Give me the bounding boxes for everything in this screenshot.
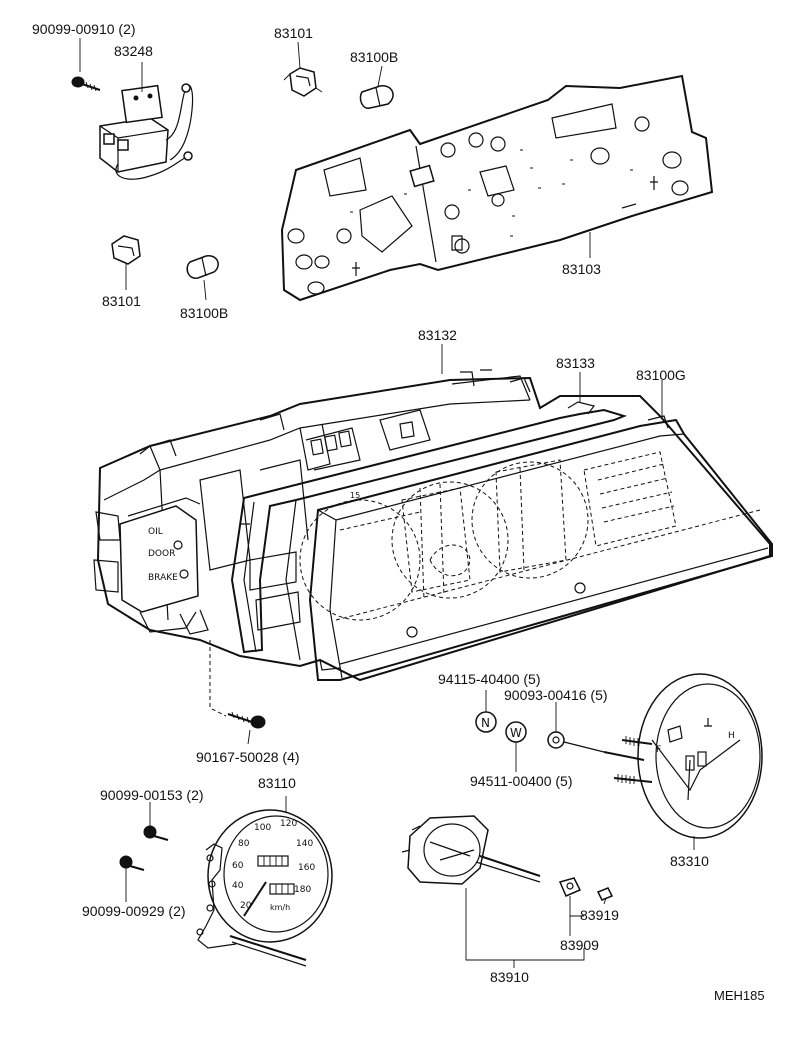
speed-tick-160: 160 bbox=[298, 863, 315, 873]
harness-83248[interactable] bbox=[99, 83, 194, 180]
label-bulb-socket-83101-top: 83101 bbox=[274, 25, 313, 41]
speed-tick-120: 120 bbox=[280, 819, 297, 829]
temp-hot-mark: H bbox=[728, 731, 735, 741]
tachometer-sub-83909[interactable] bbox=[558, 877, 582, 897]
washer-letter: W bbox=[510, 726, 522, 740]
speed-tick-140: 140 bbox=[296, 839, 313, 849]
speed-tick-100: 100 bbox=[254, 823, 271, 833]
speed-tick-180: 180 bbox=[294, 885, 311, 895]
label-washer-90093-00416: 90093-00416 (5) bbox=[504, 687, 608, 703]
meter-case-83132[interactable]: OIL DOOR BRAKE bbox=[93, 369, 771, 682]
label-tachometer-83910: 83910 bbox=[490, 969, 529, 985]
temp-fuel-gauge-83310[interactable]: F H bbox=[563, 673, 763, 839]
fuel-full-mark: F bbox=[656, 745, 661, 755]
screw-90099-00910[interactable] bbox=[71, 76, 101, 92]
screw-90167-50028[interactable] bbox=[227, 711, 266, 729]
label-bulb-83100B-left: 83100B bbox=[180, 305, 228, 321]
svg-text:15: 15 bbox=[350, 491, 360, 500]
meter-housing-83133[interactable] bbox=[230, 401, 628, 661]
label-meter-case-83132: 83132 bbox=[418, 327, 457, 343]
label-meter-glass-83100G: 83100G bbox=[636, 367, 686, 383]
speed-unit: km/h bbox=[270, 903, 290, 912]
printed-circuit-83103[interactable] bbox=[280, 74, 714, 302]
meter-glass-83100G[interactable]: 15 bbox=[299, 415, 773, 681]
bulb-83100B-top[interactable] bbox=[359, 85, 394, 109]
bulb-socket-83101-left[interactable] bbox=[111, 235, 141, 265]
speedometer-83110[interactable]: 20 40 60 80 100 120 140 160 180 km/h bbox=[196, 809, 333, 967]
label-bulb-83100B-top: 83100B bbox=[350, 49, 398, 65]
label-printed-circuit-83103: 83103 bbox=[562, 261, 601, 277]
label-gauge-83310: 83310 bbox=[670, 853, 709, 869]
label-nut-94115-40400: 94115-40400 (5) bbox=[438, 671, 540, 687]
label-bulb-socket-83101-left: 83101 bbox=[102, 293, 141, 309]
speed-tick-60: 60 bbox=[232, 861, 244, 871]
screw-90099-00153[interactable] bbox=[143, 825, 169, 841]
diagram-code: MEH185 bbox=[714, 988, 765, 1003]
label-tachometer-sub-83909: 83909 bbox=[560, 937, 599, 953]
nut-letter: N bbox=[481, 716, 490, 730]
part-labels: 90099-00910 (2) 83248 83101 83100B 83101… bbox=[32, 21, 765, 1003]
bulb-socket-83101-top[interactable] bbox=[283, 67, 323, 97]
label-screw-90099-00910: 90099-00910 (2) bbox=[32, 21, 136, 37]
label-screw-90099-00153: 90099-00153 (2) bbox=[100, 787, 204, 803]
label-speedometer-83110: 83110 bbox=[258, 775, 296, 791]
speed-tick-80: 80 bbox=[238, 839, 250, 849]
tachometer-83910[interactable] bbox=[401, 815, 541, 885]
label-screw-90099-00929: 90099-00929 (2) bbox=[82, 903, 186, 919]
door-warning-label: DOOR bbox=[148, 549, 175, 559]
bulb-83100B-left[interactable] bbox=[186, 255, 219, 279]
brake-warning-label: BRAKE bbox=[148, 573, 178, 583]
washer-90093-00416[interactable] bbox=[547, 731, 565, 749]
screw-90099-00929[interactable] bbox=[119, 855, 145, 871]
tachometer-part-83919[interactable] bbox=[596, 887, 614, 901]
leader-lines bbox=[79, 38, 695, 968]
label-screw-90167-50028: 90167-50028 (4) bbox=[196, 749, 300, 765]
screw-leader bbox=[209, 640, 227, 717]
nut-94115-40400[interactable]: N bbox=[475, 711, 497, 733]
label-washer-94511-00400: 94511-00400 (5) bbox=[470, 773, 572, 789]
label-harness-83248: 83248 bbox=[114, 43, 153, 59]
label-meter-housing-83133: 83133 bbox=[556, 355, 595, 371]
oil-warning-label: OIL bbox=[148, 527, 163, 537]
washer-94511-00400[interactable]: W bbox=[505, 721, 527, 743]
label-tachometer-part-83919: 83919 bbox=[580, 907, 619, 923]
speed-tick-40: 40 bbox=[232, 881, 244, 891]
speed-tick-20: 20 bbox=[240, 901, 252, 911]
